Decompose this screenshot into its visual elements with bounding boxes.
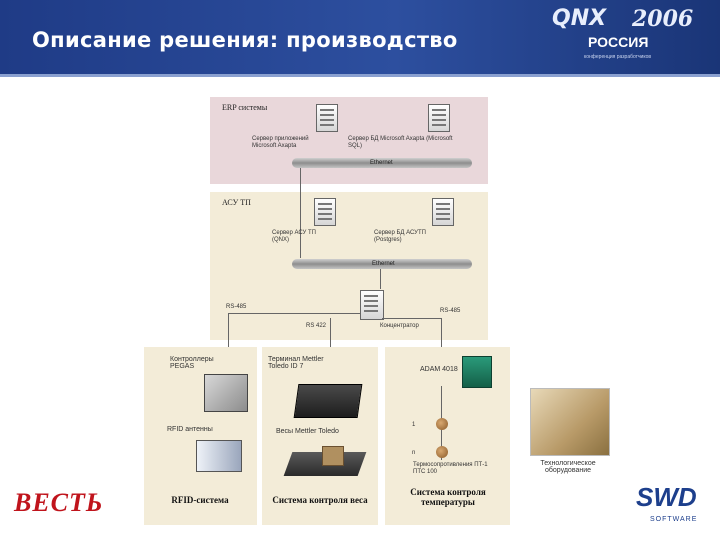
controllers-label: Контроллеры PEGAS	[170, 356, 214, 370]
logo-qnx: QNX	[552, 6, 607, 31]
sensor-1-icon	[436, 418, 448, 430]
weigh-zone	[262, 347, 378, 525]
rfid-antennas-label: RFID антенны	[167, 426, 213, 433]
equipment-label: Технологическое оборудование	[540, 460, 596, 474]
weigh-footer: Система контроля веса	[272, 495, 368, 505]
rs485-left-label: RS-485	[226, 304, 247, 310]
adam-label: ADAM 4018	[420, 366, 458, 373]
weigh-terminal-icon	[293, 384, 363, 418]
rs422-line	[330, 318, 331, 360]
swd-logo: SWD SOFTWARE	[628, 478, 708, 528]
conference-logo: QNX 2006 РОССИЯ конференция разработчико…	[552, 6, 702, 68]
controller-device-icon	[204, 374, 248, 412]
adam-module-icon	[462, 356, 492, 388]
acs-bus-label: Ethernet	[372, 261, 395, 267]
logo-year: 2006	[632, 6, 694, 32]
temp-footer: Система контроля температуры	[410, 487, 486, 507]
logo-country: РОССИЯ	[588, 34, 649, 50]
rs485-right-line	[382, 318, 442, 319]
rs485-right-drop	[441, 318, 442, 368]
cargo-box-icon	[322, 446, 344, 466]
sensor-1-label: 1	[412, 422, 416, 428]
slide-title: Описание решения: производство	[32, 28, 458, 52]
scales-label: Весы Mettler Toledo	[276, 428, 339, 435]
rfid-footer: RFID-система	[171, 495, 229, 505]
slide-header: Описание решения: производство QNX 2006 …	[0, 0, 720, 77]
sensor-n-label: n	[412, 450, 416, 456]
swd-logo-sub: SOFTWARE	[650, 516, 698, 523]
erp-acs-link	[300, 168, 301, 258]
acs-ethernet-bus	[292, 259, 472, 269]
concentrator-label: Концентратор	[380, 323, 419, 329]
rfid-antenna-icon	[196, 440, 242, 472]
concentrator-icon	[360, 290, 384, 320]
erp-bus-label: Ethernet	[370, 160, 393, 166]
erp-ethernet-bus	[292, 158, 472, 168]
bus-concentrator-link	[380, 269, 381, 289]
sensors-label: Термосопротивления ПТ-1 ПТС 100	[413, 462, 488, 475]
terminal-label: Терминал Mettler Toledo ID 7	[268, 356, 324, 370]
rs485-left-line	[228, 313, 360, 314]
acs-db-server-icon	[432, 198, 454, 226]
acs-server2-label: Сервер БД АСУТП (Postgres)	[374, 230, 426, 243]
vest-logo: ВЕСТЬ	[14, 488, 104, 517]
acs-server-icon	[314, 198, 336, 226]
swd-logo-main: SWD	[636, 482, 697, 512]
rs485-right-label: RS-485	[440, 308, 461, 314]
rs422-label: RS 422	[306, 323, 327, 329]
equipment-photo	[530, 388, 610, 456]
erp-server2-label: Сервер БД Microsoft Axapta (Microsoft SQ…	[348, 136, 453, 149]
erp-server1-label: Сервер приложений Microsoft Axapta	[252, 136, 309, 149]
acs-server1-label: Сервер АСУ ТП (QNX)	[272, 230, 316, 243]
erp-app-server-icon	[316, 104, 338, 132]
acs-title: АСУ ТП	[222, 198, 251, 207]
logo-tagline: конференция разработчиков	[584, 54, 652, 60]
erp-db-server-icon	[428, 104, 450, 132]
sensor-n-icon	[436, 446, 448, 458]
erp-title: ERP системы	[222, 103, 268, 112]
